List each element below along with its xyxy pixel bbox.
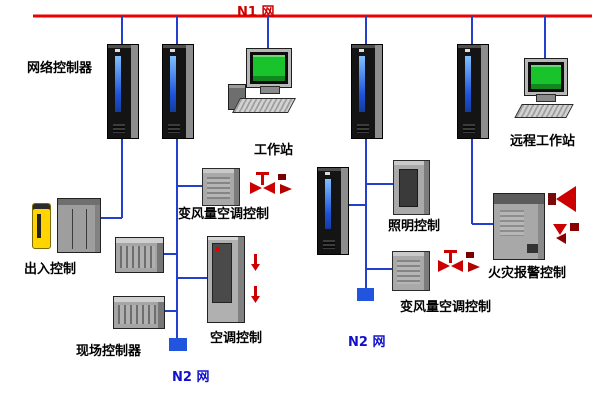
n2-network-label-mid: N2 网 <box>348 335 386 350</box>
network-controller-tower-3 <box>351 44 383 139</box>
controller-slats <box>118 305 156 324</box>
access-control-cabinet <box>57 198 101 253</box>
vav-control-top-label: 变风量空调控制 <box>178 207 270 222</box>
led-indicator <box>359 49 364 52</box>
tower-front-panel <box>465 56 471 112</box>
field-controller-label: 现场控制器 <box>76 344 142 359</box>
controller-grooves <box>397 260 420 284</box>
status-dot <box>216 247 220 251</box>
led-indicator <box>465 49 470 52</box>
lighting-control-tower <box>317 167 349 255</box>
tower-front-panel <box>325 179 331 229</box>
controller-slats <box>120 246 155 268</box>
control-panel <box>399 169 418 207</box>
fire-alarm-cabinet <box>493 193 545 260</box>
alarm-bell-icon <box>553 223 579 244</box>
sensor-icon <box>251 254 260 271</box>
access-control-label: 出入控制 <box>24 262 77 277</box>
workstation-label: 工作站 <box>254 143 294 158</box>
access-card-reader <box>32 203 51 249</box>
monitor-stand <box>536 94 556 102</box>
workstation-device <box>226 46 298 118</box>
field-controller-1 <box>115 237 164 273</box>
network-controller-tower-2 <box>162 44 194 139</box>
vav-valve-icon-bottom <box>438 250 480 272</box>
lighting-control-box <box>393 160 430 215</box>
monitor-screen <box>253 55 285 81</box>
vav-control-bottom-label: 变风量空调控制 <box>400 300 492 315</box>
lighting-control-label: 照明控制 <box>388 219 441 234</box>
tower-vent <box>168 124 180 133</box>
cabinet-vents <box>500 210 524 236</box>
network-controller-label: 网络控制器 <box>27 61 93 76</box>
alarm-horn-icon <box>548 186 576 212</box>
cabinet-face <box>212 243 232 303</box>
cabinet-door-line <box>86 209 87 249</box>
n2-nodes <box>169 288 374 351</box>
ac-control-label: 空调控制 <box>210 331 263 346</box>
n2-node-mid <box>357 288 374 301</box>
remote-keyboard <box>514 104 574 118</box>
n2-node-left <box>169 338 187 351</box>
sensor-icon <box>251 286 260 303</box>
n1-network-label: N1 网 <box>237 5 275 20</box>
led-indicator <box>325 172 330 175</box>
cabinet-display <box>527 244 538 253</box>
remote-workstation-label: 远程工作站 <box>510 134 576 149</box>
fire-alarm-control-label: 火灾报警控制 <box>488 266 567 281</box>
vav-controller-bottom <box>392 251 430 291</box>
network-controller-tower-1 <box>107 44 139 139</box>
tower-front-panel <box>359 56 365 112</box>
monitor-screen <box>531 65 561 89</box>
monitor-stand <box>260 86 280 94</box>
card-slot <box>37 214 41 238</box>
remote-workstation-device <box>510 56 582 122</box>
tower-vent <box>357 124 369 133</box>
network-controller-tower-4 <box>457 44 489 139</box>
workstation-monitor <box>246 48 292 88</box>
tower-vent <box>113 124 125 133</box>
led-indicator <box>115 49 120 52</box>
workstation-keyboard <box>232 98 296 113</box>
cabinet-door-line <box>72 209 73 249</box>
ac-control-cabinet <box>207 236 245 323</box>
controller-grooves <box>207 177 230 199</box>
remote-monitor <box>524 58 568 96</box>
vav-controller-top <box>202 168 240 206</box>
field-controller-2 <box>113 296 165 329</box>
tower-vent <box>463 124 475 133</box>
n2-network-label-left: N2 网 <box>172 370 210 385</box>
tower-front-panel <box>170 56 176 112</box>
led-indicator <box>170 49 175 52</box>
vav-valve-icon-top <box>250 172 292 194</box>
tower-vent <box>323 240 335 249</box>
tower-front-panel <box>115 56 121 112</box>
